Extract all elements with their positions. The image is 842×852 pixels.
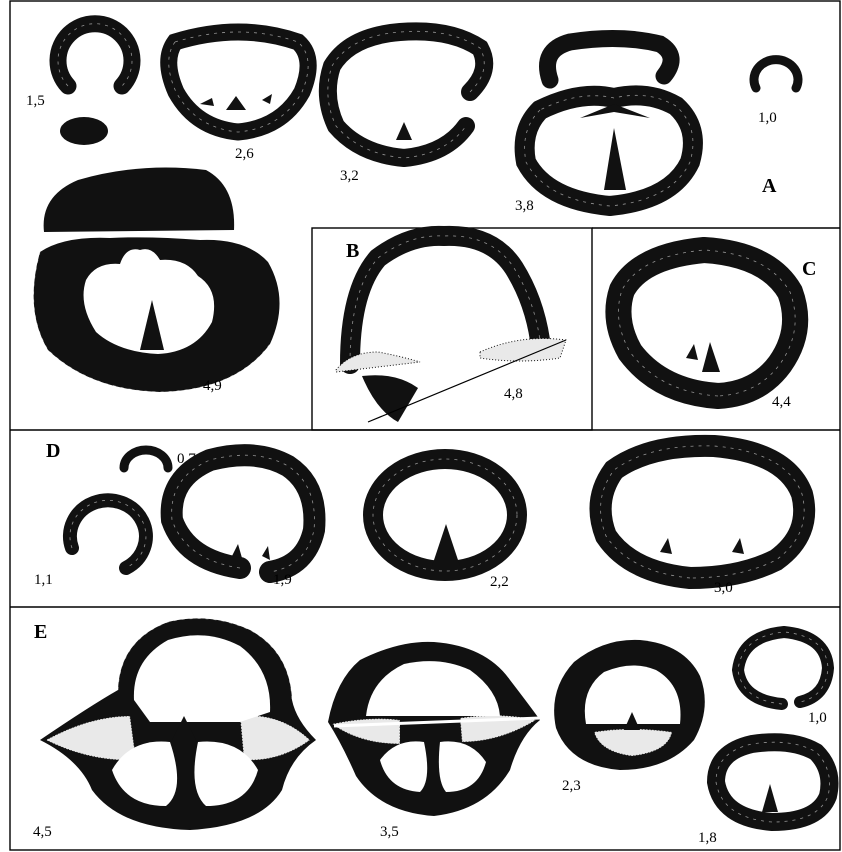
- panel-e-label: E: [34, 621, 47, 643]
- size-label: 1,1: [34, 572, 53, 588]
- section-e-3-5: 3,5: [328, 642, 540, 840]
- panel-a: A 1,5 2,6 3,2 3,8: [26, 24, 798, 394]
- panel-a-label: A: [762, 175, 777, 197]
- panel-d: D 0,7 1,1 1,9 2,2 3,0: [34, 440, 804, 596]
- section-a-3-8: 3,8: [515, 38, 693, 214]
- section-d-1-9: 1,9: [172, 455, 315, 588]
- panel-e: E 4,5 3,5: [33, 618, 830, 846]
- section-b-4-8: 4,8: [336, 236, 566, 422]
- size-label: 4,5: [33, 824, 52, 840]
- size-label: 3,5: [380, 824, 399, 840]
- section-e-1-0: 1,0: [738, 632, 828, 726]
- size-label: 3,8: [515, 198, 534, 214]
- size-label: 4,8: [504, 386, 523, 402]
- size-label: 4,4: [772, 394, 791, 410]
- section-a-1-0: 1,0: [754, 60, 798, 126]
- section-a-2-6: 2,6: [169, 32, 308, 162]
- size-label: 4,9: [203, 378, 222, 394]
- panel-d-label: D: [46, 440, 60, 462]
- size-label: 1,0: [758, 110, 777, 126]
- panel-c-label: C: [802, 258, 816, 280]
- panel-b: B 4,8: [336, 236, 566, 422]
- size-label: 1,9: [273, 572, 292, 588]
- section-d-1-1: 1,1: [34, 500, 146, 588]
- size-label: 1,5: [26, 93, 45, 109]
- section-d-3-0: 3,0: [601, 446, 805, 596]
- section-a-4-9: 4,9: [34, 168, 280, 394]
- size-label: 2,6: [235, 146, 254, 162]
- size-label: 1,0: [808, 710, 827, 726]
- size-label: 3,0: [714, 580, 733, 596]
- section-e-2-3: 2,3: [554, 640, 705, 794]
- section-a-1-5: 1,5: [26, 24, 132, 145]
- size-label: 3,2: [340, 168, 359, 184]
- size-label: 1,8: [698, 830, 717, 846]
- section-a-3-2: 3,2: [328, 31, 484, 184]
- panel-c: C 4,4: [618, 250, 816, 410]
- size-label: 2,2: [490, 574, 509, 590]
- section-c-4-4: 4,4: [618, 250, 795, 410]
- section-d-2-2: 2,2: [373, 459, 517, 590]
- section-e-1-8: 1,8: [698, 742, 830, 846]
- panel-b-label: B: [346, 240, 359, 262]
- size-label: 2,3: [562, 778, 581, 794]
- section-e-4-5: 4,5: [33, 618, 316, 840]
